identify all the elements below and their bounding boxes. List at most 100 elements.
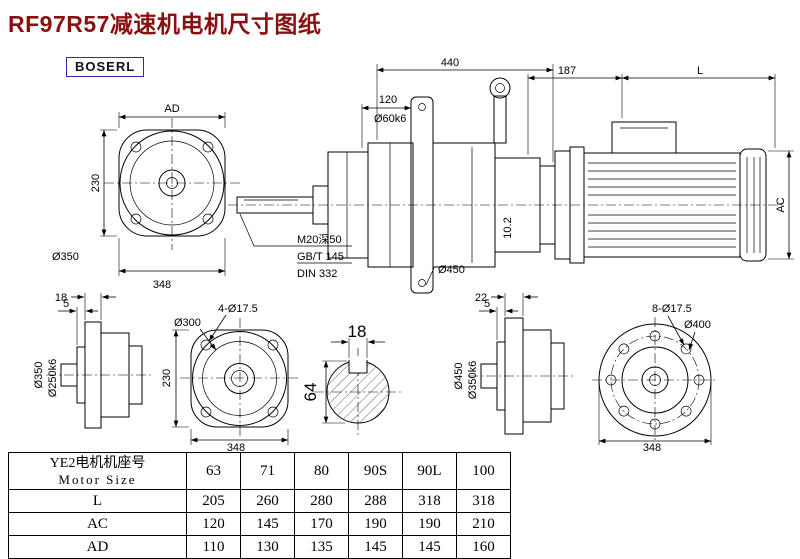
- cell: 130: [240, 535, 295, 559]
- cell: 318: [456, 489, 511, 513]
- mounting-flange: [410, 96, 434, 294]
- bolt-hole: [130, 213, 142, 225]
- bolt-hole: [693, 374, 705, 386]
- row-label: AC: [8, 512, 187, 536]
- drawing-canvas: AD 230 Ø350 348: [33, 57, 794, 452]
- lifting-eye: [489, 77, 511, 99]
- dia-outer-label: Ø350: [33, 362, 45, 389]
- dim-230-label: 230: [161, 369, 173, 387]
- flange-square-outline: [118, 129, 226, 237]
- cell: 170: [294, 512, 349, 536]
- bolt-hole: [649, 418, 661, 430]
- row-label: L: [8, 489, 187, 513]
- view-flange-right: 8-Ø17.5 Ø400 348: [592, 303, 718, 452]
- table-row-AC: AC 120 145 170 190 190 210: [8, 512, 511, 536]
- bolt-hole: [267, 339, 279, 351]
- table-header-motor-size: YE2电机机座号 Motor Size: [8, 452, 187, 490]
- dim-440: 440: [376, 57, 554, 162]
- fan-cover: [739, 148, 767, 262]
- bolt-hole: [130, 141, 142, 153]
- dim-18-label: 18: [55, 292, 67, 304]
- page-title: RF97R57减速机电机尺寸图纸: [8, 11, 322, 37]
- motor-fins: [588, 162, 736, 248]
- table-header-cn: YE2电机机座号: [49, 456, 146, 471]
- standard1-label: GB/T 145: [297, 251, 344, 263]
- table-header-en: Motor Size: [58, 472, 137, 487]
- dia-outer-label: Ø450: [453, 363, 465, 390]
- dim-348: 348: [118, 238, 226, 291]
- flange-dia-label: Ø450: [438, 264, 465, 276]
- size-col: 63: [186, 452, 241, 490]
- holes-label: 8-Ø17.5: [652, 303, 692, 315]
- terminal-box: [611, 121, 677, 154]
- dim-64: 64: [301, 360, 347, 424]
- dim-L: L: [622, 65, 776, 148]
- dim-230: 230: [90, 129, 117, 237]
- bolt-hole: [649, 330, 661, 342]
- dim-L-label: L: [697, 65, 703, 77]
- dia-400-label: Ø400: [684, 319, 711, 331]
- holes-label: 4-Ø17.5: [218, 303, 258, 315]
- dim-187: 187: [527, 65, 623, 155]
- cell: 190: [402, 512, 457, 536]
- dim-440-label: 440: [441, 57, 459, 69]
- tap-hole-note: M20深50 GB/T 145 DIN 332: [239, 213, 352, 280]
- cell: 280: [294, 489, 349, 513]
- row-label: AD: [8, 535, 187, 559]
- bolt-hole: [680, 405, 692, 417]
- dim-348-label: 348: [643, 442, 661, 452]
- view-shaft-section: 18 64: [301, 322, 402, 436]
- motor-size-table: YE2电机机座号 Motor Size 63 71 80 90S 90L 100…: [8, 452, 511, 559]
- view-side-small: 18 5 Ø350 Ø250k6: [33, 292, 152, 429]
- cell: 288: [348, 489, 403, 513]
- view-main: 440 120 Ø60k6 187 L AC 10.2: [228, 57, 794, 294]
- brand-logo: BOSERL: [66, 57, 145, 77]
- dia-spigot-label: Ø350k6: [467, 361, 479, 400]
- dim-348-label: 348: [227, 442, 245, 452]
- bolt-hole: [618, 405, 630, 417]
- cell: 318: [402, 489, 457, 513]
- table-row-AD: AD 110 130 135 145 145 160: [8, 535, 511, 559]
- dim-348: 348: [190, 429, 289, 452]
- view-side-large: 22 5 Ø450 Ø350k6: [453, 292, 576, 435]
- dim-5-label: 5: [63, 298, 69, 310]
- dim-230-label: 230: [90, 174, 102, 192]
- cell: 120: [186, 512, 241, 536]
- dim-18: 18: [55, 292, 116, 320]
- bolt-hole: [618, 343, 630, 355]
- dim-18-key: 18: [331, 322, 385, 358]
- size-col: 71: [240, 452, 295, 490]
- size-col: 90L: [402, 452, 457, 490]
- bolt-hole: [200, 406, 212, 418]
- table-row-L: L 205 260 280 288 318 318: [8, 489, 511, 513]
- dim-64-label: 64: [301, 383, 320, 402]
- flange-outer-circle: [119, 130, 225, 236]
- cell: 145: [402, 535, 457, 559]
- shaft-section-hatch: [327, 361, 389, 423]
- cell: 260: [240, 489, 295, 513]
- shaft-stub: [60, 363, 78, 387]
- cell: 160: [456, 535, 511, 559]
- dia-300-label: Ø300: [174, 317, 201, 329]
- cell: 205: [186, 489, 241, 513]
- view-flange-top: AD 230 Ø350 348: [52, 103, 240, 291]
- size-col: 90S: [348, 452, 403, 490]
- cell: 190: [348, 512, 403, 536]
- size-col: 100: [456, 452, 511, 490]
- tap-hole-label: M20深50: [297, 233, 342, 246]
- dim-187-label: 187: [558, 65, 576, 77]
- keyway-label: 10.2: [502, 217, 514, 238]
- cell: 210: [456, 512, 511, 536]
- shaft-stub: [480, 363, 498, 389]
- bolt-hole: [202, 213, 214, 225]
- bolt-hole: [202, 141, 214, 153]
- cell: 145: [348, 535, 403, 559]
- bolt-hole: [605, 374, 617, 386]
- dim-ad: AD: [118, 103, 226, 128]
- cell: 135: [294, 535, 349, 559]
- view-flange-front-small: 4-Ø17.5 Ø300 230 348: [161, 303, 300, 452]
- dim-230: 230: [161, 329, 189, 428]
- dim-348: 348: [598, 382, 712, 452]
- dia-350-label: Ø350: [52, 251, 79, 263]
- dim-18-label: 18: [348, 322, 367, 341]
